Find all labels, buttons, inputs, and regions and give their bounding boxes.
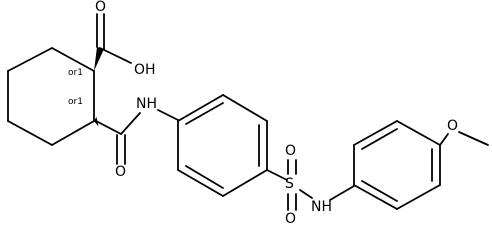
ring-bond	[353, 120, 398, 146]
ring-bond	[51, 120, 95, 146]
aryl-sulfur-bond	[266, 169, 288, 181]
cyclohexane-ring	[7, 47, 95, 146]
sulfonyl-group: S O O NH	[266, 143, 355, 227]
ring-bond	[222, 169, 268, 197]
s-n-bond	[299, 189, 313, 199]
nh-aryl-bond	[157, 109, 179, 121]
sulfur-label: S	[285, 176, 294, 192]
aromatic-inner-bond	[185, 165, 224, 189]
chemical-structure: O OH or1 or1 O NH S O O NH	[7, 0, 489, 227]
stereo-label-c1: or1	[68, 68, 83, 78]
ring-bond	[396, 184, 441, 210]
ring-bond	[177, 94, 224, 122]
stereo-label-c2: or1	[68, 97, 83, 107]
ring-bond	[396, 120, 441, 146]
carboxyl-oxygen-label: O	[95, 0, 106, 15]
ring-bond	[51, 47, 95, 72]
c-oh-bond	[99, 47, 132, 64]
wedge-bond-c1-carboxyl	[94, 47, 104, 71]
ring-bond	[177, 169, 224, 197]
aromatic-inner-bond	[361, 180, 398, 202]
methoxyphenyl-ring	[353, 120, 441, 210]
aryl-oxygen-bond	[439, 133, 449, 146]
sulfonyl-oxygen-bottom-label: O	[285, 211, 296, 227]
central-benzene-ring	[177, 94, 268, 197]
aromatic-inner-bond	[361, 128, 398, 150]
aromatic-inner-bond	[185, 102, 224, 125]
o-methyl-bond	[458, 131, 489, 146]
sulfonyl-oxygen-top-label: O	[285, 143, 296, 159]
ring-bond	[222, 94, 268, 122]
carboxylic-acid-group: O OH	[95, 0, 156, 78]
wedge-tail	[96, 120, 122, 135]
amide-oxygen-label: O	[115, 164, 126, 180]
nh-aryl-bond	[329, 185, 355, 201]
amide-group: O NH	[115, 96, 179, 180]
ring-bond	[7, 120, 53, 146]
amide-nh-label: NH	[136, 96, 157, 112]
ring-bond	[7, 47, 53, 72]
sulfonamide-nh-label: NH	[311, 199, 332, 215]
methoxy-group: O	[439, 118, 489, 146]
methoxy-oxygen-label: O	[447, 118, 458, 134]
hydroxyl-label: OH	[134, 62, 156, 78]
amide-cn-bond	[120, 112, 141, 135]
ring-bond	[353, 184, 398, 210]
